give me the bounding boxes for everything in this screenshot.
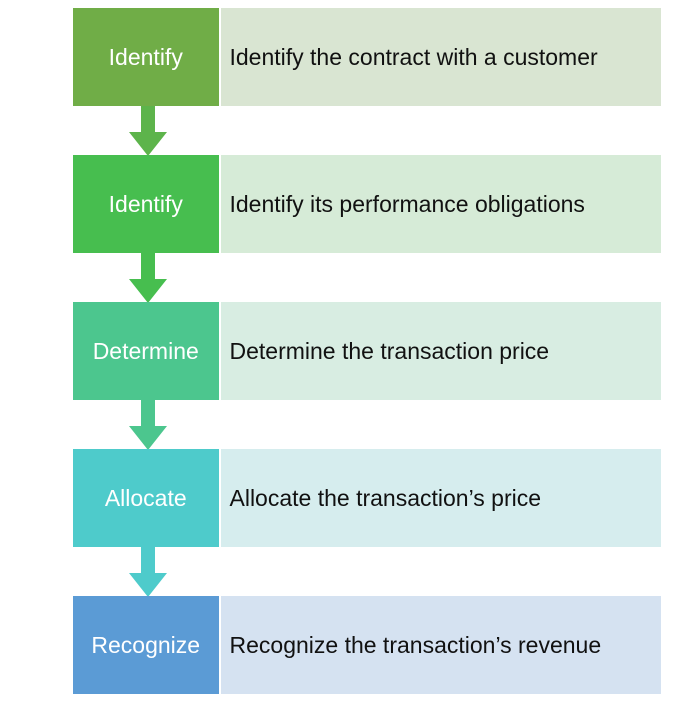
step-2-label: Identify: [73, 155, 219, 253]
step-3: Determine Determine the transaction pric…: [73, 302, 661, 400]
down-arrow-icon: [129, 400, 167, 450]
step-4: Allocate Allocate the transaction’s pric…: [73, 449, 661, 547]
down-arrow-icon: [129, 547, 167, 597]
step-5-label: Recognize: [73, 596, 219, 694]
step-4-description: Allocate the transaction’s price: [220, 449, 661, 547]
step-4-label: Allocate: [73, 449, 219, 547]
step-2-description: Identify its performance obligations: [220, 155, 661, 253]
step-5-description: Recognize the transaction’s revenue: [220, 596, 661, 694]
step-1-description: Identify the contract with a customer: [220, 8, 661, 106]
down-arrow-icon: [129, 106, 167, 156]
step-2: Identify Identify its performance obliga…: [73, 155, 661, 253]
down-arrow-icon: [129, 253, 167, 303]
step-3-label: Determine: [73, 302, 219, 400]
step-5: Recognize Recognize the transaction’s re…: [73, 596, 661, 694]
step-1: Identify Identify the contract with a cu…: [73, 8, 661, 106]
step-3-description: Determine the transaction price: [220, 302, 661, 400]
step-1-label: Identify: [73, 8, 219, 106]
